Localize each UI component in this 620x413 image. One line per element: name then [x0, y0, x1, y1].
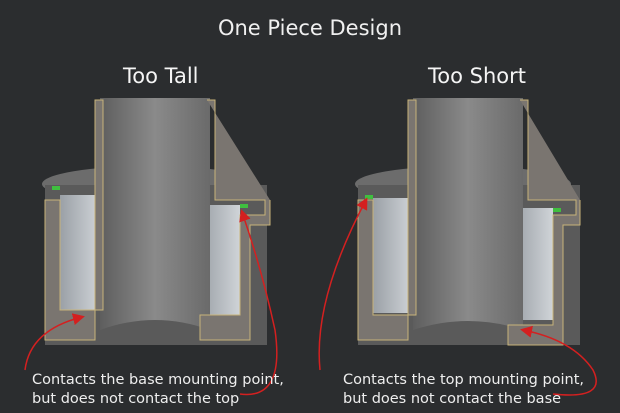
- heading-too-short: Too Short: [428, 64, 526, 88]
- cavity-left: [60, 195, 100, 310]
- part-too-tall: [24, 98, 278, 396]
- part-too-short: [318, 98, 597, 396]
- section-left: [44, 99, 104, 341]
- section-right: [507, 99, 581, 346]
- cavity-left: [373, 198, 413, 313]
- arrow-top: [239, 209, 278, 396]
- caption-too-tall: Contacts the base mounting point, but do…: [32, 371, 284, 409]
- contact-point: [365, 195, 373, 199]
- arrow-base: [24, 313, 85, 371]
- inner-cylinder: [100, 98, 210, 330]
- inner-cylinder: [413, 98, 523, 330]
- caption-too-short: Contacts the top mounting point, but doe…: [343, 371, 584, 409]
- heading-too-tall: Too Tall: [123, 64, 199, 88]
- arrow-top: [318, 197, 368, 371]
- caption-line: Contacts the base mounting point,: [32, 372, 284, 388]
- contact-point: [52, 186, 60, 190]
- arrow-base: [520, 325, 597, 396]
- contact-point: [553, 208, 561, 212]
- caption-line: Contacts the top mounting point,: [343, 372, 585, 388]
- section-right: [199, 99, 271, 341]
- diagram-title: One Piece Design: [217, 16, 403, 40]
- caption-line: but does not contact the top: [32, 391, 240, 407]
- contact-point: [240, 204, 248, 208]
- section-left: [357, 99, 417, 341]
- caption-line: but does not contact the base: [343, 391, 562, 407]
